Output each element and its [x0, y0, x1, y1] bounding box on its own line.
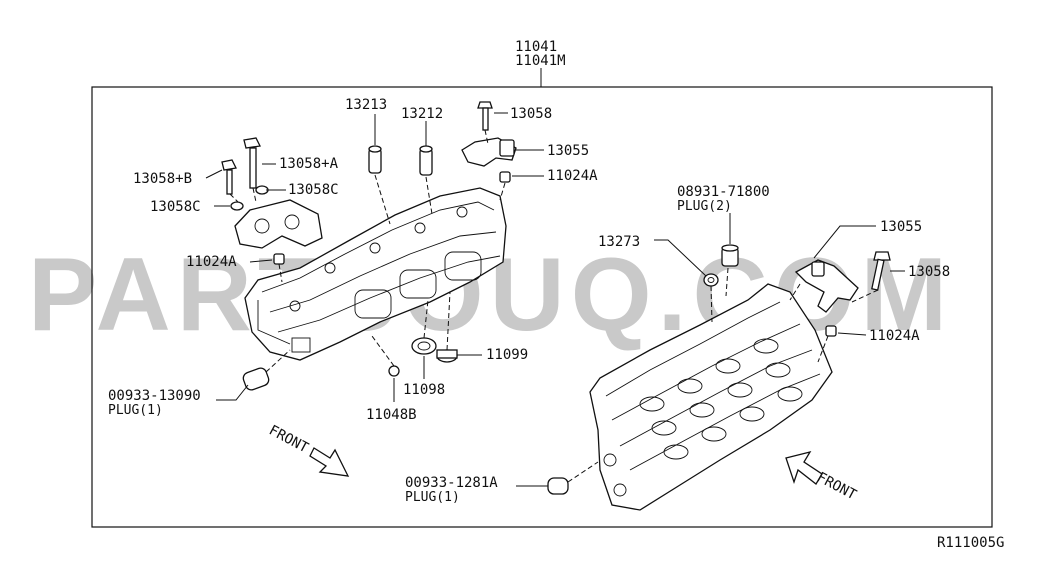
bolt-13058-right — [871, 251, 891, 291]
label-plug-2: PLUG(2) — [677, 199, 732, 214]
label-13055-top[interactable]: 13055 — [547, 143, 589, 159]
cylinder-head-left — [244, 187, 507, 361]
label-08931-71800[interactable]: 08931-71800 — [677, 184, 770, 200]
label-plug-00933-1281a[interactable]: 00933-1281A — [405, 475, 498, 491]
front-label-right: FRONT — [814, 469, 859, 503]
seal-11099 — [436, 349, 458, 363]
washer-13058c-2 — [230, 201, 244, 211]
label-13058-right[interactable]: 13058 — [908, 264, 950, 280]
label-11099[interactable]: 11099 — [486, 347, 528, 363]
seal-11098 — [411, 337, 437, 355]
label-11024a-left[interactable]: 11024A — [186, 254, 237, 270]
label-plug-00933-13090[interactable]: 00933-13090 — [108, 388, 201, 404]
label-11098[interactable]: 11098 — [403, 382, 445, 398]
assembly-number[interactable]: 11041 — [515, 39, 557, 55]
dowel-11024a-left — [273, 253, 285, 265]
label-11024a-top[interactable]: 11024A — [547, 168, 598, 184]
label-13058c-1[interactable]: 13058C — [288, 182, 339, 198]
bolt-13058a — [243, 137, 261, 189]
tube-13213 — [368, 145, 382, 174]
front-arrow-right-icon — [785, 450, 823, 485]
cylinder-head-right — [589, 283, 833, 511]
tube-13212 — [419, 145, 433, 176]
label-13213[interactable]: 13213 — [345, 97, 387, 113]
ring-13273 — [703, 273, 719, 287]
label-13058b[interactable]: 13058+B — [133, 171, 192, 187]
plug-00933-1281a — [547, 477, 569, 495]
label-13058a[interactable]: 13058+A — [279, 156, 339, 172]
bolt-13058-top — [477, 101, 493, 131]
dowel-11048b — [388, 365, 400, 377]
sensor-13055-top — [461, 137, 517, 167]
bolt-13058b — [221, 159, 237, 195]
label-13273[interactable]: 13273 — [598, 234, 640, 250]
plug-00933-13090 — [242, 367, 270, 391]
label-13058-top[interactable]: 13058 — [510, 106, 552, 122]
diagram-code: R111005G — [937, 535, 1004, 551]
plug-08931-71800 — [721, 244, 739, 267]
label-11048b[interactable]: 11048B — [366, 407, 417, 423]
assembly-frame — [91, 86, 993, 528]
label-11024a-right[interactable]: 11024A — [869, 328, 920, 344]
sensor-13055-right — [794, 259, 859, 313]
label-13212[interactable]: 13212 — [401, 106, 443, 122]
label-plug-1-right: PLUG(1) — [405, 490, 460, 505]
dowel-11024a-right — [825, 325, 837, 337]
front-arrow-left-icon — [309, 447, 350, 477]
front-label-left: FRONT — [266, 422, 311, 456]
label-13058c-2[interactable]: 13058C — [150, 199, 201, 215]
cover-plate-left — [234, 199, 323, 249]
dowel-11024a-top — [499, 171, 511, 183]
assembly-number-alt[interactable]: 11041M — [515, 53, 566, 69]
label-plug-1-left: PLUG(1) — [108, 403, 163, 418]
label-13055-right[interactable]: 13055 — [880, 219, 922, 235]
